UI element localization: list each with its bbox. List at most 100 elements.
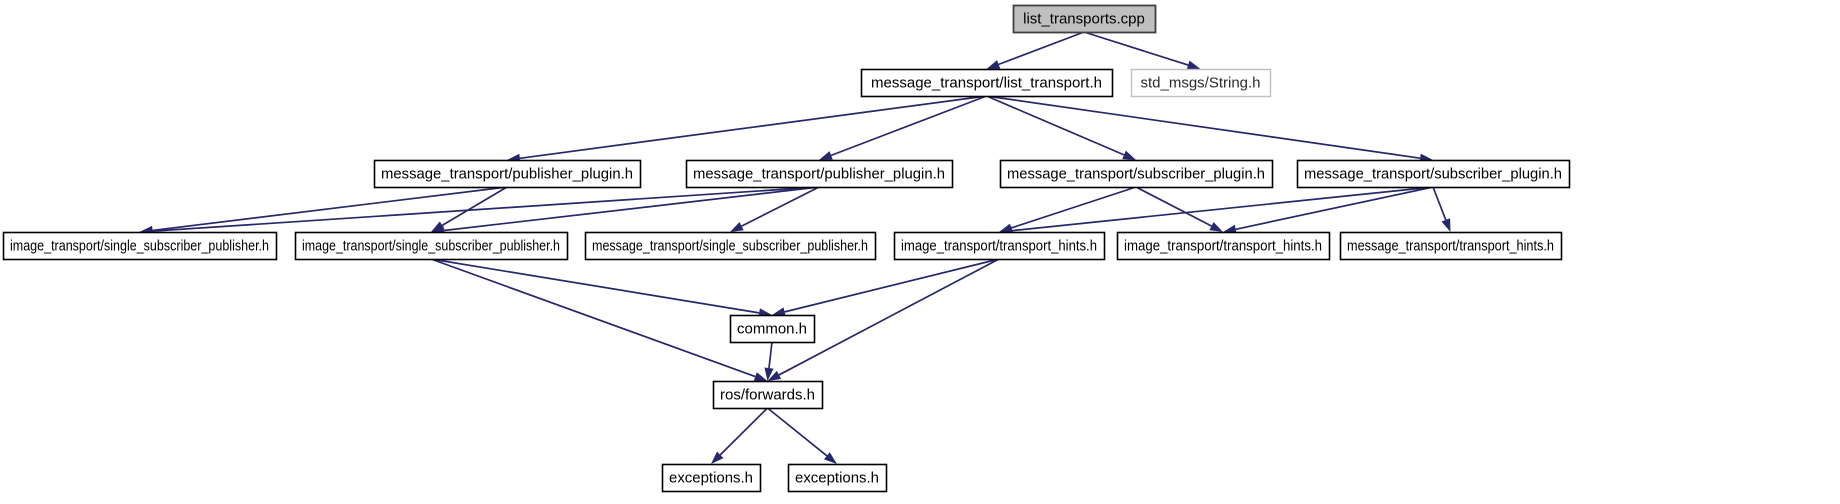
node-message-transport-subscriber-plugin-h[interactable]: message_transport/subscriber_plugin.h — [1296, 159, 1571, 189]
edge-line — [784, 258, 1000, 313]
node-box[interactable] — [2, 231, 278, 261]
node-label: std_msgs/String.h — [1140, 74, 1260, 91]
node-label: list_transports.cpp — [1023, 10, 1145, 27]
node-box[interactable] — [661, 463, 762, 493]
edge-line — [830, 95, 987, 157]
edge-line — [430, 258, 760, 314]
node-box[interactable] — [1116, 231, 1331, 261]
edge-line — [152, 186, 820, 232]
edge-list-transports-cpp-to-message-transport-list-transport-h — [986, 31, 1085, 69]
edge-message-transport-list-transport-h-to-message-transport-publisher-plugin-h — [819, 95, 987, 160]
node-image-transport-transport-hints-h[interactable]: image_transport/transport_hints.h — [893, 231, 1106, 261]
edge-list-transports-cpp-to-std-msgs-string-h — [1083, 31, 1201, 70]
node-box[interactable] — [729, 314, 816, 344]
node-message-transport-single-subscriber-publisher-h[interactable]: message_transport/single_subscriber_publ… — [584, 231, 877, 261]
arrowhead-icon — [823, 452, 837, 464]
arrowhead-icon — [1122, 150, 1136, 160]
node-label: message_transport/subscriber_plugin.h — [1007, 165, 1265, 182]
node-message-transport-transport-hints-h[interactable]: message_transport/transport_hints.h — [1339, 231, 1563, 261]
node-box[interactable] — [584, 231, 877, 261]
node-box[interactable] — [1339, 231, 1563, 261]
node-label: exceptions.h — [669, 469, 753, 486]
node-message-transport-publisher-plugin-h[interactable]: message_transport/publisher_plugin.h — [373, 159, 642, 189]
arrowhead-icon — [1223, 224, 1237, 234]
edge-ros-forwards-h-to-exceptions-h — [711, 407, 769, 464]
edge-line — [719, 407, 769, 456]
node-label: image_transport/single_subscriber_publis… — [10, 237, 269, 254]
node-box[interactable] — [1012, 4, 1157, 34]
edge-message-transport-list-transport-h-to-message-transport-publisher-plugin-h — [507, 95, 987, 163]
edge-image-transport-transport-hints-h-to-common-h — [772, 258, 1000, 317]
edge-line — [778, 258, 1000, 376]
node-label: message_transport/publisher_plugin.h — [381, 165, 633, 182]
edge-line — [152, 186, 508, 232]
node-message-transport-subscriber-plugin-h[interactable]: message_transport/subscriber_plugin.h — [999, 159, 1274, 189]
node-label: message_transport/list_transport.h — [871, 74, 1102, 91]
node-label: ros/forwards.h — [720, 386, 815, 403]
node-image-transport-transport-hints-h[interactable]: image_transport/transport_hints.h — [1116, 231, 1331, 261]
node-message-transport-publisher-plugin-h[interactable]: message_transport/publisher_plugin.h — [685, 159, 954, 189]
node-box[interactable] — [373, 159, 642, 189]
edge-line — [741, 186, 820, 227]
edge-line — [1083, 31, 1189, 66]
edge-line — [1135, 186, 1212, 227]
edge-line — [768, 341, 773, 369]
node-exceptions-h[interactable]: exceptions.h — [661, 463, 762, 493]
edge-message-transport-subscriber-plugin-h-to-image-transport-transport-hints-h — [1223, 186, 1434, 234]
edge-message-transport-list-transport-h-to-message-transport-subscriber-plugin-h — [986, 95, 1433, 163]
edge-image-transport-single-subscriber-publisher-h-to-ros-forwards-h — [430, 258, 768, 381]
node-label: message_transport/subscriber_plugin.h — [1304, 165, 1562, 182]
node-box[interactable] — [1130, 68, 1272, 98]
edge-line — [443, 186, 820, 232]
edge-ros-forwards-h-to-exceptions-h — [766, 407, 837, 464]
edge-layer — [139, 31, 1451, 464]
node-box[interactable] — [787, 463, 888, 493]
edge-message-transport-list-transport-h-to-message-transport-subscriber-plugin-h — [986, 95, 1136, 160]
node-exceptions-h[interactable]: exceptions.h — [787, 463, 888, 493]
node-std-msgs-string-h[interactable]: std_msgs/String.h — [1130, 68, 1272, 98]
node-label: message_transport/single_subscriber_publ… — [592, 237, 868, 254]
edge-line — [986, 95, 1125, 156]
node-label: message_transport/publisher_plugin.h — [693, 165, 945, 182]
edge-line — [441, 186, 508, 227]
edge-line — [1235, 186, 1434, 231]
node-image-transport-single-subscriber-publisher-h[interactable]: image_transport/single_subscriber_publis… — [2, 231, 278, 261]
edge-image-transport-single-subscriber-publisher-h-to-common-h — [430, 258, 772, 318]
node-list-transports-cpp[interactable]: list_transports.cpp — [1012, 4, 1157, 34]
edge-line — [519, 95, 987, 160]
node-label: common.h — [737, 320, 807, 337]
node-label: image_transport/single_subscriber_publis… — [302, 237, 560, 254]
node-box[interactable] — [893, 231, 1106, 261]
arrowhead-icon — [711, 451, 724, 464]
node-label: image_transport/transport_hints.h — [1124, 237, 1322, 254]
edge-common-h-to-ros-forwards-h — [764, 341, 774, 381]
node-box[interactable] — [860, 68, 1114, 98]
node-common-h[interactable]: common.h — [729, 314, 816, 344]
arrowhead-icon — [986, 60, 1001, 69]
edge-message-transport-subscriber-plugin-h-to-image-transport-transport-hints-h — [1135, 186, 1223, 232]
arrowhead-icon — [730, 222, 744, 232]
edge-line — [430, 258, 756, 378]
arrowhead-icon — [764, 367, 774, 381]
node-box[interactable] — [685, 159, 954, 189]
node-box[interactable] — [712, 380, 824, 410]
edge-message-transport-publisher-plugin-h-to-message-transport-single-subscriber-publisher-h — [730, 186, 820, 232]
edge-line — [1011, 186, 1434, 232]
edge-image-transport-transport-hints-h-to-ros-forwards-h — [767, 258, 1000, 381]
node-box[interactable] — [999, 159, 1274, 189]
node-ros-forwards-h[interactable]: ros/forwards.h — [712, 380, 824, 410]
node-layer: list_transports.cpp message_transport/lis… — [2, 4, 1571, 493]
arrowhead-icon — [819, 151, 833, 160]
arrowhead-icon — [1441, 218, 1451, 232]
arrowhead-icon — [753, 372, 768, 381]
node-box[interactable] — [1296, 159, 1571, 189]
edge-message-transport-publisher-plugin-h-to-image-transport-single-subscriber-publisher-h — [431, 186, 820, 236]
arrowhead-icon — [772, 307, 786, 317]
node-message-transport-list-transport-h[interactable]: message_transport/list_transport.h — [860, 68, 1114, 98]
node-image-transport-single-subscriber-publisher-h[interactable]: image_transport/single_subscriber_publis… — [294, 231, 569, 261]
node-box[interactable] — [294, 231, 569, 261]
edge-message-transport-subscriber-plugin-h-to-message-transport-transport-hints-h — [1432, 186, 1451, 232]
edge-line — [1011, 186, 1137, 229]
